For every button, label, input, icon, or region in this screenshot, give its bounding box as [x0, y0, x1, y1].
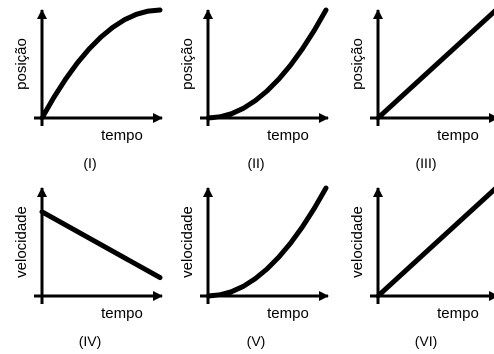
x-axis-label: tempo: [101, 127, 143, 144]
panel-caption: (III): [416, 155, 437, 171]
series-line: [375, 8, 494, 121]
series-line: [39, 209, 163, 281]
x-axis-label: tempo: [437, 127, 479, 144]
y-axis-label: posição: [13, 38, 30, 90]
y-axis-label: velocidade: [349, 206, 366, 278]
panel-1: posição tempo (I): [13, 7, 163, 171]
panel-6: velocidade tempo (VI): [349, 186, 494, 349]
x-axis-label: tempo: [267, 305, 309, 322]
x-axis-label: tempo: [267, 127, 309, 144]
series-line: [205, 7, 329, 121]
y-axis-label: posição: [179, 38, 196, 90]
panel-caption: (VI): [415, 333, 438, 349]
y-axis-label: velocidade: [13, 206, 30, 278]
series-line: [39, 7, 163, 121]
panel-caption: (IV): [79, 333, 102, 349]
series-line: [375, 186, 494, 299]
series-line: [205, 185, 329, 299]
panel-3: posição tempo(III): [349, 8, 494, 171]
panel-caption: (I): [83, 155, 96, 171]
y-axis-label: posição: [349, 38, 366, 90]
x-axis-label: tempo: [437, 305, 479, 322]
x-axis-label: tempo: [101, 305, 143, 322]
panel-caption: (V): [247, 333, 266, 349]
y-axis-label: velocidade: [179, 206, 196, 278]
panel-2: posição tempo(II): [179, 7, 329, 171]
panel-4: velocidade tempo (IV): [13, 187, 163, 349]
panel-caption: (II): [247, 155, 264, 171]
panel-5: velocidade tempo(V): [179, 185, 329, 349]
